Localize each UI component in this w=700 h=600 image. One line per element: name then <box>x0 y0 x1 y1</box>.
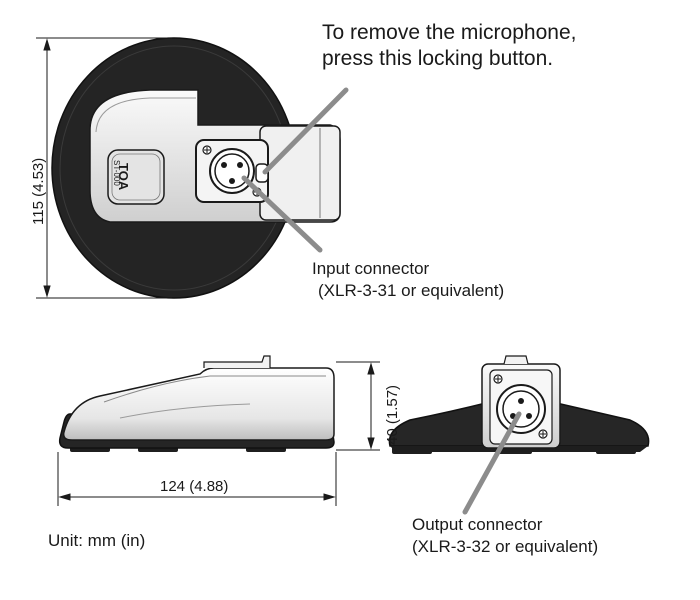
top-view <box>51 37 341 299</box>
leader-output-connector <box>462 411 522 515</box>
dimension-height-top <box>36 37 172 299</box>
front-view <box>388 355 650 454</box>
callout-locking-button-line2: press this locking button. <box>322 47 554 70</box>
brand-plate-model: ST-000 <box>112 160 121 186</box>
callout-output-connector-line2: (XLR-3-32 or equivalent) <box>412 537 599 556</box>
brand-plate <box>107 149 165 205</box>
side-view <box>58 355 335 452</box>
side-body <box>62 367 335 441</box>
callout-locking-button-line1: To remove the microphone, <box>322 21 577 44</box>
dimension-height-side <box>336 361 380 451</box>
callout-input-connector-line2: (XLR-3-31 or equivalent) <box>318 281 505 300</box>
output-connector <box>496 384 546 434</box>
leader-locking-button <box>262 87 349 175</box>
callout-input-connector-line1: Input connector <box>312 259 430 278</box>
dimension-length-side <box>57 452 337 506</box>
dimension-label-115: 115 (4.53) <box>30 157 47 225</box>
leader-lines <box>241 87 522 515</box>
leader-input-connector <box>241 175 323 253</box>
dimension-label-124: 124 (4.88) <box>160 478 229 495</box>
callout-output-connector-line1: Output connector <box>412 515 543 534</box>
dimension-label-40: 40 (1.57) <box>384 384 401 445</box>
unit-note: Unit: mm (in) <box>48 531 146 550</box>
